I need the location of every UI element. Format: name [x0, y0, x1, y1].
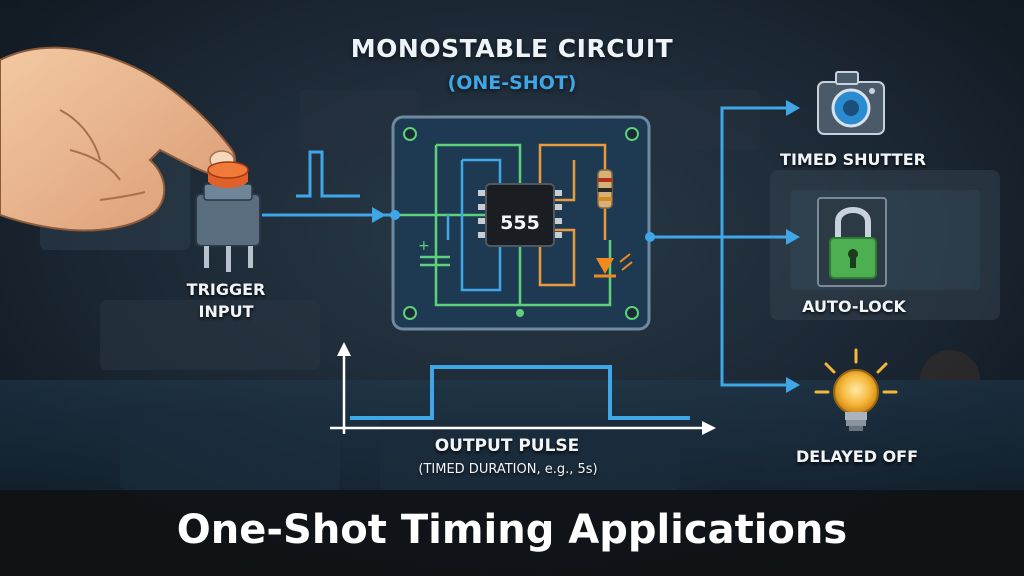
diagram-title: MONOSTABLE CIRCUIT	[350, 34, 674, 63]
background-lab-equipment	[0, 90, 1024, 490]
trigger-arrow	[262, 207, 395, 223]
caption-text: One-Shot Timing Applications	[176, 507, 848, 553]
output-pulse-label: OUTPUT PULSE	[434, 436, 580, 456]
camera-icon	[817, 71, 885, 135]
output-arrows	[652, 106, 790, 387]
svg-text:+: +	[418, 238, 430, 254]
application-label-bulb: DELAYED OFF	[795, 447, 919, 466]
trigger-label-line1: TRIGGER	[186, 280, 266, 299]
output-pulse-graph	[330, 342, 716, 435]
arrow-head-lock	[786, 229, 800, 245]
chip-555	[478, 183, 562, 247]
push-button-icon	[195, 161, 261, 272]
arrow-head-bulb	[786, 377, 800, 393]
padlock-icon	[817, 197, 887, 287]
light-bulb-icon	[814, 348, 898, 431]
caption-bar	[0, 490, 1024, 576]
output-pulse-note: (TIMED DURATION, e.g., 5s)	[418, 462, 598, 477]
application-label-lock: AUTO-LOCK	[802, 297, 906, 316]
diagram-subtitle: (ONE-SHOT)	[447, 72, 577, 94]
trigger-pulse	[296, 150, 360, 198]
chip-label: 555	[500, 212, 540, 234]
arrow-head-shutter	[786, 100, 800, 116]
trigger-input-label: TRIGGER INPUT	[187, 279, 266, 323]
application-label-shutter: TIMED SHUTTER	[780, 150, 926, 169]
trigger-label-line2: INPUT	[198, 302, 254, 321]
